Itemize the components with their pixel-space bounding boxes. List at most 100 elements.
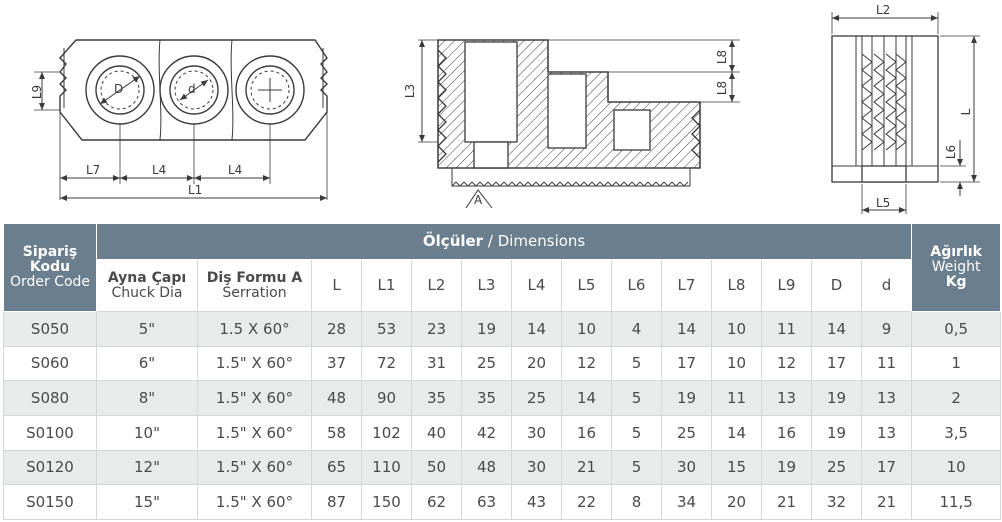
cell-dim-d: 13 xyxy=(860,380,913,416)
header-order-code: Sipariş Kodu Order Code xyxy=(3,223,97,312)
cell-dim-l5: 21 xyxy=(561,449,612,486)
cell-dim-l9: 11 xyxy=(761,311,812,347)
cell-dim-d: 9 xyxy=(860,311,913,347)
cell-dim-l9: 13 xyxy=(761,380,812,416)
cell-dim-l8: 15 xyxy=(711,449,762,486)
header-chuck-dia: Ayna Çapı Chuck Dia xyxy=(96,259,198,312)
cell-dim-l7: 14 xyxy=(661,311,712,347)
cell-weight: 10 xyxy=(911,449,1002,486)
cell-dim-l: 87 xyxy=(311,484,362,520)
cell-dim-l9: 12 xyxy=(761,345,812,382)
header-dim-l4: L4 xyxy=(511,259,562,312)
cell-chuck-dia: 8" xyxy=(96,380,198,416)
cell-dim-l1: 72 xyxy=(361,345,412,382)
cell-dim-l2: 40 xyxy=(411,414,462,451)
cell-dim-l1: 102 xyxy=(361,414,412,451)
cell-dim-l8: 20 xyxy=(711,484,762,520)
cell-order-code: S0100 xyxy=(3,414,97,451)
label-L8-lower: L8 xyxy=(715,81,729,95)
label-L4-first: L4 xyxy=(152,163,166,177)
cell-dim-l: 58 xyxy=(311,414,362,451)
header-serration: Diş Formu A Serration xyxy=(197,259,312,312)
cell-dim-l: 37 xyxy=(311,345,362,382)
cell-dim-l6: 5 xyxy=(611,380,662,416)
cell-order-code: S050 xyxy=(3,311,97,347)
label-L8-upper: L8 xyxy=(715,50,729,64)
header-order-code-tr: Sipariş Kodu xyxy=(22,244,78,275)
header-dim-l5: L5 xyxy=(561,259,612,312)
cell-serration: 1.5 X 60° xyxy=(197,311,312,347)
label-L6: L6 xyxy=(944,145,958,159)
cell-dim-l8: 10 xyxy=(711,311,762,347)
cell-dim-l3: 35 xyxy=(461,380,512,416)
cell-dim-d: 14 xyxy=(811,311,862,347)
cell-dim-l2: 62 xyxy=(411,484,462,520)
technical-drawings: L9 D d L7 L4 L4 L1 L3 L8 L8 A xyxy=(30,3,980,214)
cell-dim-l8: 14 xyxy=(711,414,762,451)
cell-serration: 1.5" X 60° xyxy=(197,449,312,486)
cell-dim-l: 28 xyxy=(311,311,362,347)
header-dimensions-sep: / xyxy=(483,232,498,250)
header-dimensions-tr: Ölçüler xyxy=(422,232,484,250)
cell-dim-l8: 11 xyxy=(711,380,762,416)
label-d: d xyxy=(188,82,196,96)
cell-dim-l2: 50 xyxy=(411,449,462,486)
cell-dim-l7: 30 xyxy=(661,449,712,486)
header-dim-d: d xyxy=(860,259,913,312)
header-order-code-en: Order Code xyxy=(9,274,91,290)
cell-dim-l5: 14 xyxy=(561,380,612,416)
cell-dim-l1: 110 xyxy=(361,449,412,486)
front-view xyxy=(34,39,328,201)
header-dim-l: L xyxy=(311,259,362,312)
header-dim-l8: L8 xyxy=(711,259,762,312)
label-D: D xyxy=(114,82,123,96)
cell-dim-l4: 20 xyxy=(511,345,562,382)
label-L3: L3 xyxy=(403,84,417,98)
cell-dim-l3: 19 xyxy=(461,311,512,347)
cell-dim-l4: 25 xyxy=(511,380,562,416)
label-L7: L7 xyxy=(86,163,100,177)
header-dimensions-en: Dimensions xyxy=(497,232,586,250)
cell-dim-l2: 35 xyxy=(411,380,462,416)
header-serration-en: Serration xyxy=(222,284,287,301)
cell-dim-l8: 10 xyxy=(711,345,762,382)
cell-chuck-dia: 15" xyxy=(96,484,198,520)
cell-dim-l7: 19 xyxy=(661,380,712,416)
header-chuck-dia-en: Chuck Dia xyxy=(111,284,183,301)
cell-dim-d: 17 xyxy=(860,449,913,486)
cell-weight: 11,5 xyxy=(911,484,1002,520)
header-chuck-dia-tr: Ayna Çapı xyxy=(107,269,187,286)
header-weight-unit: Kg xyxy=(945,274,967,290)
cell-dim-l4: 30 xyxy=(511,414,562,451)
cell-dim-l2: 31 xyxy=(411,345,462,382)
header-weight: Ağırlık Weight Kg xyxy=(911,223,1002,312)
cell-dim-l6: 5 xyxy=(611,449,662,486)
label-L4-second: L4 xyxy=(228,163,242,177)
cell-dim-l6: 8 xyxy=(611,484,662,520)
cell-dim-l6: 5 xyxy=(611,345,662,382)
cell-weight: 1 xyxy=(911,345,1002,382)
cell-dim-l1: 53 xyxy=(361,311,412,347)
label-L2: L2 xyxy=(876,3,890,17)
header-dim-l2: L2 xyxy=(411,259,462,312)
cell-dim-d: 19 xyxy=(811,380,862,416)
cell-chuck-dia: 5" xyxy=(96,311,198,347)
cell-dim-l9: 19 xyxy=(761,449,812,486)
cell-dim-l1: 150 xyxy=(361,484,412,520)
cell-dim-l2: 23 xyxy=(411,311,462,347)
cell-dim-l4: 43 xyxy=(511,484,562,520)
cell-dim-l: 65 xyxy=(311,449,362,486)
cell-chuck-dia: 6" xyxy=(96,345,198,382)
cell-dim-l3: 48 xyxy=(461,449,512,486)
side-view xyxy=(831,12,980,214)
cell-order-code: S0120 xyxy=(3,449,97,486)
cell-weight: 0,5 xyxy=(911,311,1002,347)
cell-dim-d: 13 xyxy=(860,414,913,451)
cell-dim-l7: 34 xyxy=(661,484,712,520)
cell-dim-l6: 5 xyxy=(611,414,662,451)
header-dim-l7: L7 xyxy=(661,259,712,312)
